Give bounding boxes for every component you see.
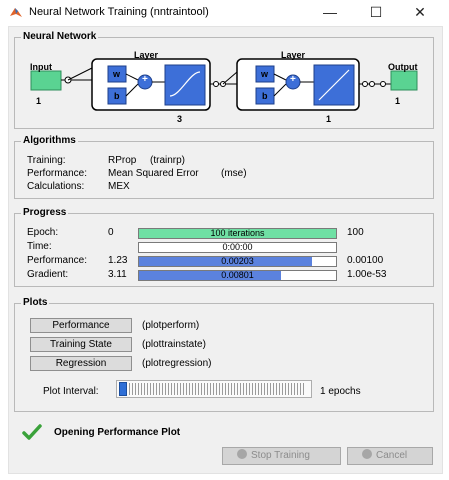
progress-group: Progress bbox=[14, 207, 434, 287]
training-state-plot-button[interactable]: Training State bbox=[30, 337, 132, 352]
calculations-value: MEX bbox=[108, 181, 130, 192]
matlab-logo-icon bbox=[10, 8, 22, 17]
performance-plot-button[interactable]: Performance bbox=[30, 318, 132, 333]
output-bias-symbol: b bbox=[262, 91, 268, 101]
performance-progress-text: 0.00203 bbox=[221, 256, 254, 266]
group-title: Neural Network bbox=[21, 31, 99, 42]
performance-value: Mean Squared Error bbox=[108, 168, 199, 179]
stop-training-label: Stop Training bbox=[251, 450, 310, 461]
input-block bbox=[30, 70, 62, 91]
output-layer-label: Layer bbox=[281, 50, 306, 60]
epoch-progress-text: 100 iterations bbox=[210, 228, 265, 238]
network-diagram bbox=[30, 58, 418, 111]
hidden-layer-label: Layer bbox=[134, 50, 159, 60]
epoch-end-value: 100 bbox=[347, 227, 364, 238]
minimize-button[interactable]: — bbox=[323, 4, 337, 20]
algorithms-group: Algorithms bbox=[14, 135, 434, 199]
time-progress-bar: 0:00:00 bbox=[138, 242, 337, 253]
training-value: RProp bbox=[108, 155, 137, 166]
performance-end-value: 0.00100 bbox=[347, 255, 384, 266]
hidden-weight-symbol: w bbox=[113, 69, 121, 79]
calculations-label: Calculations: bbox=[27, 181, 85, 192]
plots-group: Plots bbox=[14, 297, 434, 412]
window-title: Neural Network Training (nntraintool) bbox=[29, 6, 209, 18]
gradient-label: Gradient: bbox=[27, 269, 69, 280]
performance-progress-bar: 0.00203 bbox=[138, 256, 337, 267]
hidden-sum-symbol: + bbox=[142, 74, 148, 85]
group-title: Progress bbox=[21, 207, 69, 218]
gradient-progress-bar: 0.00801 bbox=[138, 270, 337, 281]
output-layer-size: 1 bbox=[326, 114, 332, 124]
performance-detail: (mse) bbox=[221, 168, 247, 179]
slider-ticks bbox=[123, 383, 305, 395]
stop-icon bbox=[237, 449, 247, 460]
neural-network-group: Neural Network bbox=[14, 31, 434, 129]
cancel-icon bbox=[362, 449, 372, 460]
plot-interval-label: Plot Interval: bbox=[43, 386, 99, 397]
plot-interval-value: 1 epochs bbox=[320, 386, 361, 397]
stop-training-button[interactable]: Stop Training bbox=[222, 447, 341, 465]
training-state-plot-fn: (plottrainstate) bbox=[142, 339, 206, 350]
status-text: Opening Performance Plot bbox=[54, 427, 181, 438]
output-block bbox=[390, 70, 418, 91]
performance-start-value: 1.23 bbox=[108, 255, 128, 266]
output-size: 1 bbox=[395, 96, 401, 106]
output-label: Output bbox=[388, 62, 418, 72]
hidden-layer-size: 3 bbox=[177, 114, 183, 124]
epoch-start-value: 0 bbox=[108, 227, 114, 238]
hidden-bias-symbol: b bbox=[114, 91, 120, 101]
time-label: Time: bbox=[27, 241, 52, 252]
gradient-start-value: 3.11 bbox=[108, 269, 127, 280]
maximize-button[interactable]: ☐ bbox=[369, 4, 383, 20]
output-sum-symbol: + bbox=[290, 74, 296, 85]
performance-label: Performance: bbox=[27, 168, 88, 179]
slider-thumb[interactable] bbox=[119, 382, 127, 396]
time-progress-text: 0:00:00 bbox=[222, 242, 253, 252]
epoch-label: Epoch: bbox=[27, 227, 59, 238]
group-title: Algorithms bbox=[21, 135, 78, 146]
output-weight-symbol: w bbox=[261, 69, 269, 79]
performance-label: Performance: bbox=[27, 255, 88, 266]
cancel-button[interactable]: Cancel bbox=[347, 447, 433, 465]
input-size: 1 bbox=[36, 96, 42, 106]
checkmark-icon bbox=[22, 424, 42, 440]
group-title: Plots bbox=[21, 297, 50, 308]
title-bar: Neural Network Training (nntraintool) — … bbox=[0, 0, 449, 26]
regression-plot-button[interactable]: Regression bbox=[30, 356, 132, 371]
gradient-progress-text: 0.00801 bbox=[221, 270, 254, 280]
epoch-progress-bar: 100 iterations bbox=[138, 228, 337, 239]
epoch-progress-fill bbox=[139, 229, 336, 238]
regression-plot-fn: (plotregression) bbox=[142, 358, 212, 369]
input-label: Input bbox=[30, 62, 52, 72]
performance-progress-fill bbox=[139, 257, 313, 266]
close-button[interactable]: ✕ bbox=[414, 4, 426, 20]
performance-plot-fn: (plotperform) bbox=[142, 320, 200, 331]
cancel-label: Cancel bbox=[376, 450, 408, 461]
gradient-end-value: 1.00e-53 bbox=[347, 269, 387, 280]
training-label: Training: bbox=[27, 155, 66, 166]
training-detail: (trainrp) bbox=[150, 155, 186, 166]
hidden-transfer-box bbox=[164, 64, 206, 106]
plot-interval-slider[interactable] bbox=[116, 380, 312, 398]
gradient-progress-fill bbox=[139, 271, 281, 280]
